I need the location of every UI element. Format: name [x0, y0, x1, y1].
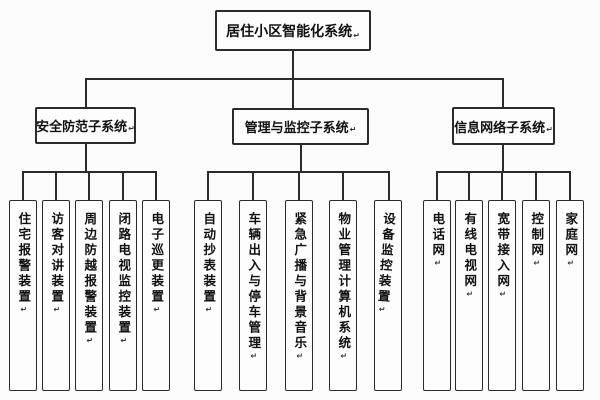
connector-line: [122, 171, 124, 200]
connector-line: [252, 171, 254, 200]
connector-line: [207, 171, 209, 200]
return-mark: ↵: [377, 304, 387, 315]
leaf-label: 电子巡更装置↵: [149, 212, 164, 314]
return-mark: ↵: [433, 258, 443, 268]
connector-line: [88, 171, 90, 200]
leaf-label: 宽带接入网↵: [495, 212, 510, 299]
leaf-label: 闭路电视监控装置↵: [116, 212, 131, 345]
leaf-label: 物业管理计算机系统↵: [336, 212, 351, 361]
connector-line: [85, 143, 87, 173]
leaf-label: 有线电视网↵: [462, 212, 477, 299]
return-mark: ↵: [249, 351, 259, 361]
node-management-monitor-subsystem: 管理与监控子系统↵: [232, 108, 369, 145]
connector-line: [388, 171, 390, 200]
leaf-equipment-monitor: 设备监控装置↵: [374, 200, 402, 391]
return-mark: ↵: [19, 305, 29, 314]
leaf-broadband-net: 宽带接入网↵: [488, 200, 516, 391]
return-mark: ↵: [498, 289, 508, 299]
return-mark: ↵: [339, 351, 349, 361]
connector-line: [85, 78, 504, 80]
connector-line: [436, 171, 571, 173]
return-mark: ↵: [349, 125, 357, 134]
node-security-subsystem: 安全防范子系统↵: [35, 107, 136, 144]
connector-line: [300, 145, 302, 173]
leaf-label: 紧急广播与背景音乐↵: [292, 212, 307, 361]
return-mark: ↵: [204, 305, 214, 314]
group-label: 管理与监控子系统: [244, 120, 349, 135]
leaf-label: 家庭网↵: [563, 212, 578, 268]
connector-line: [292, 78, 294, 109]
connector-line: [342, 171, 344, 200]
return-mark: ↵: [152, 305, 162, 314]
connector-line: [468, 171, 470, 200]
connector-line: [292, 50, 294, 80]
return-mark: ↵: [295, 351, 305, 361]
connector-line: [298, 171, 300, 200]
connector-line: [155, 171, 157, 200]
return-mark: ↵: [353, 31, 360, 40]
leaf-electronic-patrol: 电子巡更装置↵: [142, 200, 170, 391]
leaf-cctv-monitor: 闭路电视监控装置↵: [109, 200, 137, 391]
return-mark: ↵: [52, 305, 62, 314]
leaf-telephone-net: 电话网↵: [423, 200, 451, 391]
leaf-emergency-broadcast: 紧急广播与背景音乐↵: [285, 200, 313, 391]
return-mark: ↵: [85, 336, 95, 345]
connector-line: [502, 78, 504, 107]
leaf-cable-tv-net: 有线电视网↵: [455, 200, 483, 391]
leaf-label: 自动抄表装置↵: [201, 212, 216, 314]
leaf-label: 控制网↵: [529, 212, 544, 268]
return-mark: ↵: [566, 258, 576, 268]
return-mark: ↵: [465, 289, 475, 299]
node-root-system: 居住小区智能化系统↵: [215, 10, 371, 51]
return-mark: ↵: [128, 124, 135, 133]
leaf-label: 住宅报警装置↵: [16, 212, 31, 314]
leaf-label: 电话网↵: [430, 212, 445, 268]
return-mark: ↵: [532, 258, 542, 268]
connector-line: [436, 171, 438, 200]
connector-line: [85, 78, 87, 107]
group-label: 安全防范子系统: [36, 119, 128, 134]
connector-line: [569, 171, 571, 200]
leaf-property-mgmt-computer: 物业管理计算机系统↵: [329, 200, 357, 391]
connector-line: [502, 145, 504, 173]
leaf-label: 周边防越报警装置↵: [82, 212, 97, 345]
leaf-perimeter-alarm: 周边防越报警装置↵: [75, 200, 103, 391]
leaf-visitor-intercom: 访客对讲装置↵: [42, 200, 70, 391]
root-label: 居住小区智能化系统: [226, 22, 353, 39]
connector-line: [22, 171, 24, 200]
leaf-label: 车辆出入与停车管理↵: [246, 212, 261, 361]
leaf-home-net: 家庭网↵: [556, 200, 584, 391]
leaf-label: 设备监控装置↵: [374, 211, 396, 315]
connector-line: [55, 171, 57, 200]
leaf-control-net: 控制网↵: [522, 200, 550, 391]
leaf-auto-meter-reading: 自动抄表装置↵: [194, 200, 222, 391]
return-mark: ↵: [546, 125, 553, 134]
group-label: 信息网络子系统: [454, 119, 546, 135]
leaf-home-alarm: 住宅报警装置↵: [9, 200, 37, 391]
connector-line: [535, 171, 537, 200]
return-mark: ↵: [119, 336, 129, 345]
node-info-network-subsystem: 信息网络子系统↵: [452, 107, 555, 145]
leaf-vehicle-parking-mgmt: 车辆出入与停车管理↵: [239, 200, 267, 391]
connector-line: [501, 171, 503, 200]
leaf-label: 访客对讲装置↵: [49, 212, 64, 314]
